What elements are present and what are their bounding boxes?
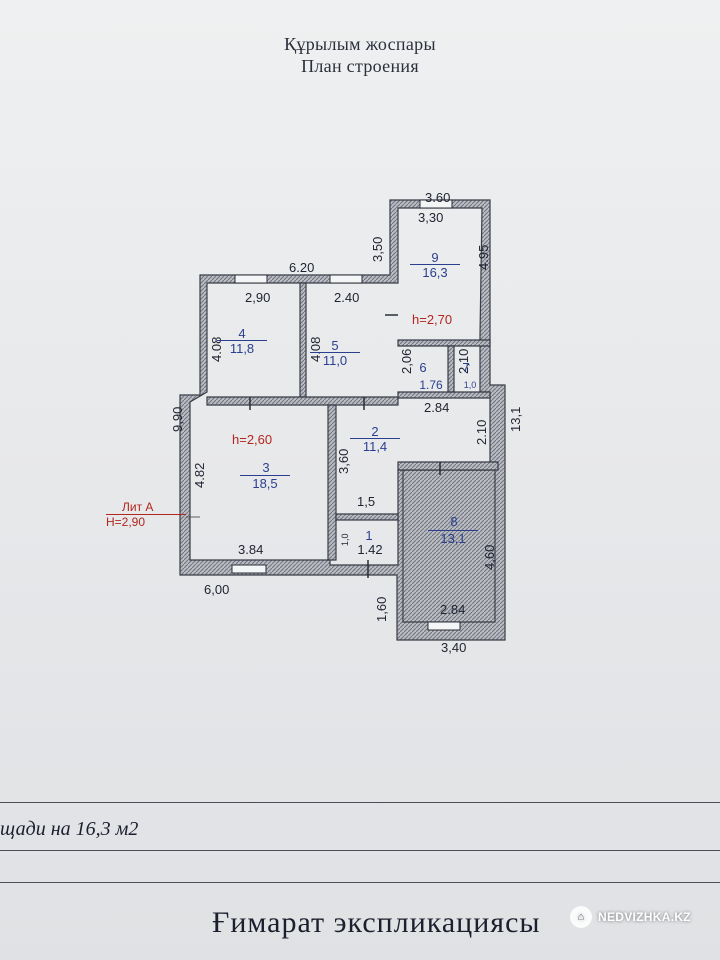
dim-label: 3.60 <box>425 190 451 205</box>
dim-label: 9,90 <box>170 406 185 432</box>
room-4-number: 4 <box>238 326 246 341</box>
dim-label: 2.84 <box>440 602 466 617</box>
dim-label: 4,60 <box>482 544 497 570</box>
room-4-area: 11,8 <box>217 340 267 356</box>
dim-label: 1,60 <box>374 596 389 622</box>
lit-a-divider <box>106 514 186 515</box>
window-room8 <box>427 621 461 631</box>
watermark: ⌂ NEDVIZHKA.KZ <box>570 906 691 928</box>
room-5-number: 5 <box>331 338 339 353</box>
room-9-area: 16,3 <box>410 264 460 280</box>
height-mark-room3: h=2,60 <box>232 432 273 447</box>
dim-label: 3,40 <box>441 640 467 655</box>
height-mark-room9: h=2,70 <box>412 312 453 327</box>
room-2-number: 2 <box>371 424 379 439</box>
dim-label: 4.95 <box>476 244 491 270</box>
dim-label: 2.10 <box>474 419 489 445</box>
room-1-number: 1 <box>365 528 373 543</box>
interior-wall-6-7-div <box>447 345 455 393</box>
windows <box>231 199 461 631</box>
room-6-area: 1.76 <box>419 378 443 392</box>
lit-a-name: Лит А <box>122 500 154 514</box>
interior-wall-row <box>206 396 399 406</box>
room-8-area: 13,1 <box>428 530 478 546</box>
table-line <box>0 882 720 883</box>
dim-label: 1,5 <box>357 494 376 509</box>
room-9-number: 9 <box>431 250 439 265</box>
dim-label: 3,60 <box>336 448 351 474</box>
interior-wall-6-7-bottom <box>397 391 491 399</box>
watermark-text: NEDVIZHKA.KZ <box>598 910 691 924</box>
interior-wall-2-8 <box>397 461 499 471</box>
room-7-area: 1,0 <box>463 380 477 390</box>
room-5-area: 11,0 <box>310 352 360 368</box>
dim-label: 4.82 <box>192 462 207 488</box>
lit-a-label: Лит А Н=2,90 <box>106 500 186 529</box>
dim-label: 3,50 <box>370 236 385 262</box>
dim-label: 6,00 <box>204 582 230 597</box>
window-room9 <box>419 199 453 209</box>
dim-label: 6.20 <box>289 260 315 275</box>
interior-wall-4-5 <box>299 282 307 398</box>
room-3-number: 3 <box>262 460 270 475</box>
doors <box>249 314 441 578</box>
room-8-number: 8 <box>450 514 458 529</box>
room-6-number: 6 <box>419 360 427 375</box>
room-2-area: 11,4 <box>350 438 400 454</box>
plan-title-kz: Құрылым жоспары <box>284 34 436 54</box>
window-room3 <box>231 564 267 574</box>
interior-wall-2-1 <box>335 513 399 521</box>
plan-title-ru: План строения <box>301 56 419 76</box>
window-room5 <box>329 274 363 284</box>
dim-label: 13,1 <box>508 406 523 432</box>
interior-wall-6-7 <box>397 339 491 347</box>
lit-a-height: Н=2,90 <box>106 515 146 529</box>
dim-label: 2.84 <box>424 400 450 415</box>
walls <box>179 199 506 641</box>
interior-wall-3-2 <box>327 404 337 561</box>
table-line <box>0 802 720 803</box>
dim-label: 3.84 <box>238 542 264 557</box>
explication-title: Ғимарат экспликациясы <box>212 906 541 939</box>
house-icon: ⌂ <box>570 906 592 928</box>
dim-label: 3,30 <box>418 210 444 225</box>
room-7-number: 7 <box>462 360 470 375</box>
room-3-area: 18,5 <box>240 475 290 491</box>
dim-label: 2,90 <box>245 290 271 305</box>
room-1-area: 1.42 <box>357 542 383 557</box>
area-note: щади на 16,3 м2 <box>0 818 139 840</box>
window-room4 <box>234 274 268 284</box>
dim-label: 2.40 <box>334 290 360 305</box>
table-line <box>0 850 720 851</box>
